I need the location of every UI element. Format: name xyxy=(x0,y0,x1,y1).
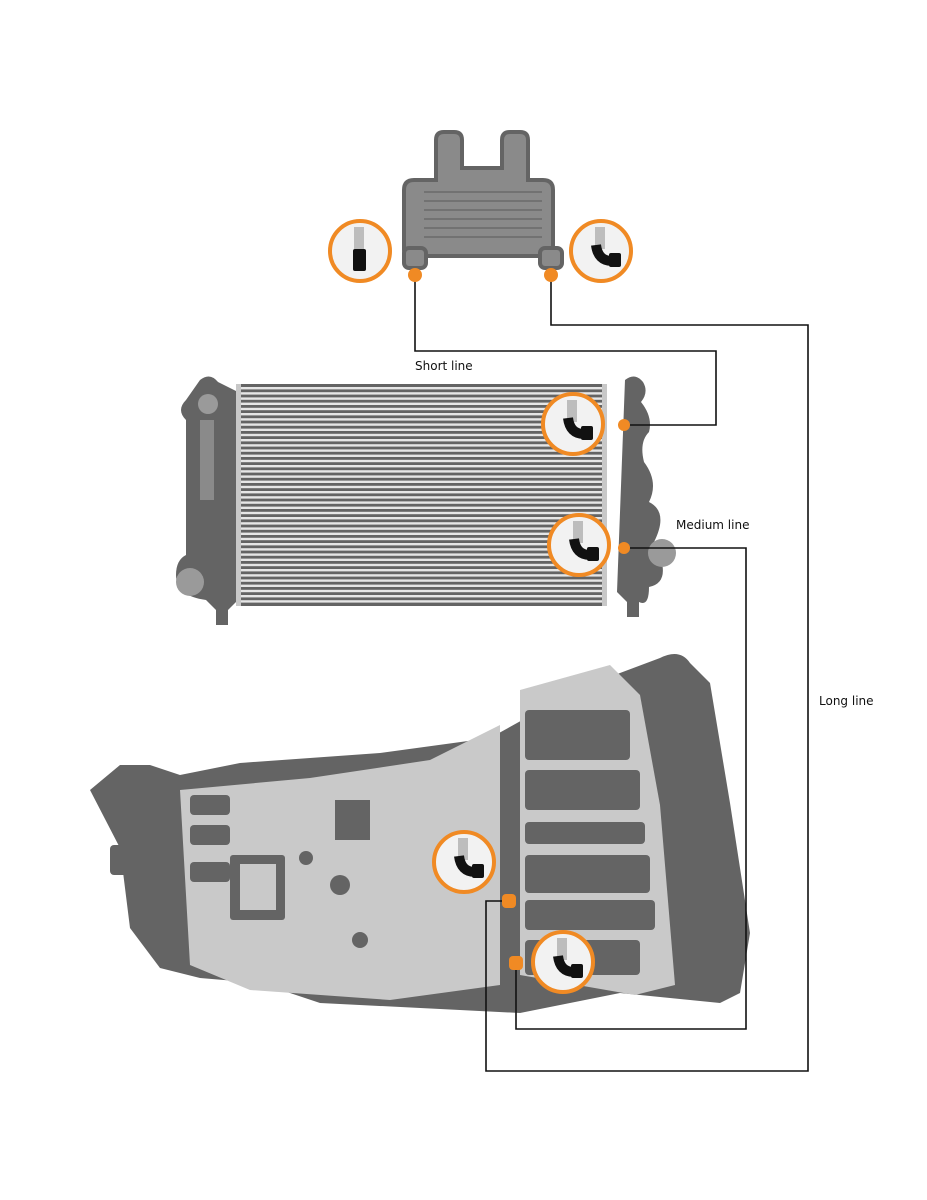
45-degree-fitting-callout xyxy=(547,513,611,577)
fin xyxy=(241,465,602,468)
fin xyxy=(241,506,602,509)
fin xyxy=(241,392,602,395)
fin xyxy=(241,433,602,437)
tooth xyxy=(262,938,265,946)
fin xyxy=(241,387,602,390)
fin xyxy=(241,584,602,587)
fin xyxy=(241,579,602,582)
medium-line-path xyxy=(515,547,747,1030)
fin xyxy=(241,407,602,411)
tooth xyxy=(287,938,290,946)
fin xyxy=(241,563,602,567)
long-line-path xyxy=(485,275,809,1072)
90-degree-fitting-callout xyxy=(541,392,605,456)
fin xyxy=(241,423,602,426)
fin xyxy=(241,558,602,561)
tooth xyxy=(277,938,280,946)
fin xyxy=(241,480,602,483)
fin xyxy=(241,522,602,525)
fin xyxy=(241,543,602,546)
fin xyxy=(241,413,602,416)
long-line-label: Long line xyxy=(819,694,874,708)
tooth xyxy=(242,938,245,946)
fin xyxy=(241,600,602,603)
fin xyxy=(241,397,602,400)
medium-line-label: Medium line xyxy=(676,518,750,532)
radiator xyxy=(176,376,676,625)
tooth xyxy=(252,938,255,946)
45-degree-fitting-callout xyxy=(569,219,633,283)
tooth xyxy=(257,938,260,946)
tooth xyxy=(247,938,250,946)
fin xyxy=(241,517,602,520)
tooth xyxy=(282,938,285,946)
fin xyxy=(241,501,602,504)
fin xyxy=(241,595,602,598)
fin xyxy=(241,444,602,447)
fin xyxy=(241,537,602,541)
port-markers xyxy=(408,268,630,970)
fin xyxy=(241,402,602,405)
fin xyxy=(241,511,602,515)
fin xyxy=(241,527,602,530)
fin xyxy=(241,574,602,577)
transmission xyxy=(90,654,750,1013)
fin xyxy=(241,491,602,494)
fin xyxy=(241,418,602,421)
fin xyxy=(241,485,602,489)
tooth xyxy=(267,938,270,946)
radiator-fins xyxy=(241,387,602,603)
fin xyxy=(241,496,602,499)
fin xyxy=(241,439,602,442)
straight-fitting-callout xyxy=(328,219,392,283)
tooth xyxy=(272,938,275,946)
short-line-label: Short line xyxy=(415,359,473,373)
fin xyxy=(241,470,602,473)
fitting-icon xyxy=(353,249,366,271)
fin xyxy=(241,475,602,478)
fin xyxy=(241,569,602,572)
fin xyxy=(241,532,602,535)
short-line-path xyxy=(414,275,717,426)
fin xyxy=(241,553,602,556)
fin xyxy=(241,428,602,431)
90-degree-fitting-callout xyxy=(432,830,496,894)
fin xyxy=(241,548,602,551)
fin xyxy=(241,454,602,457)
fin xyxy=(241,449,602,452)
fin xyxy=(241,589,602,593)
oil-cooler xyxy=(402,130,564,270)
fin xyxy=(241,459,602,463)
cooler-lines xyxy=(414,275,809,1072)
90-degree-fitting-callout xyxy=(531,930,595,994)
